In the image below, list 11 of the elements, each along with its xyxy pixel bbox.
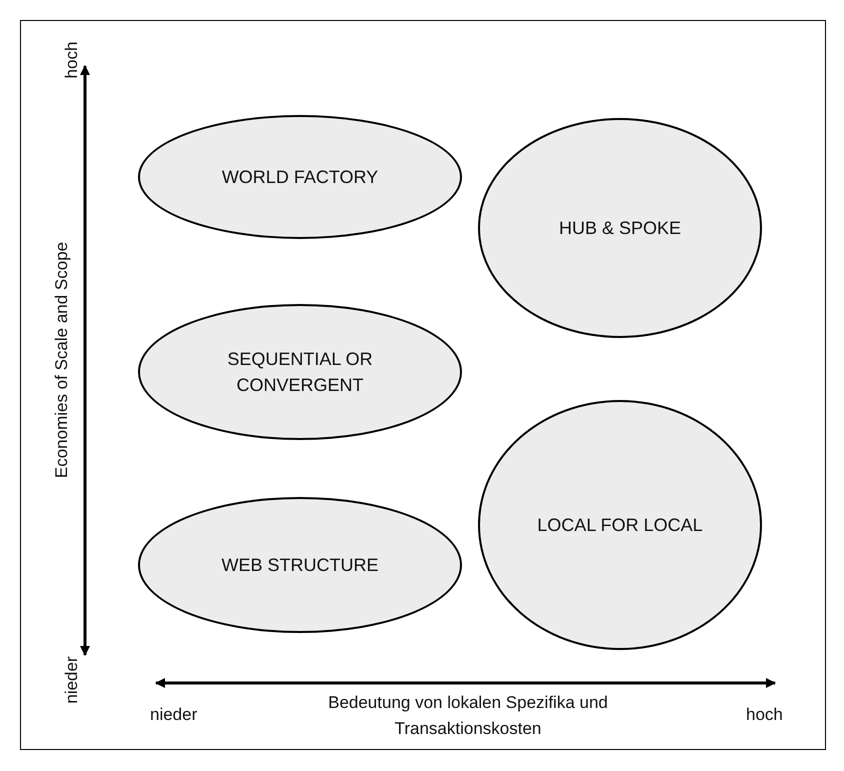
axis-label: hoch [746, 704, 783, 726]
axis-label: nieder [60, 656, 82, 704]
axis-label: Economies of Scale and Scope [50, 242, 72, 478]
node-label: WORLD FACTORY [222, 166, 378, 189]
axis-label: Bedeutung von lokalen Spezifika und Transaktionskosten [327, 692, 609, 740]
node-label: LOCAL FOR LOCAL [537, 514, 703, 537]
node-label: SEQUENTIAL OR CONVERGENT [226, 348, 374, 397]
axis-label: hoch [60, 42, 82, 78]
node-label: HUB & SPOKE [558, 216, 682, 240]
node-label: WEB STRUCTURE [222, 554, 378, 577]
axis-label: nieder [150, 704, 198, 726]
